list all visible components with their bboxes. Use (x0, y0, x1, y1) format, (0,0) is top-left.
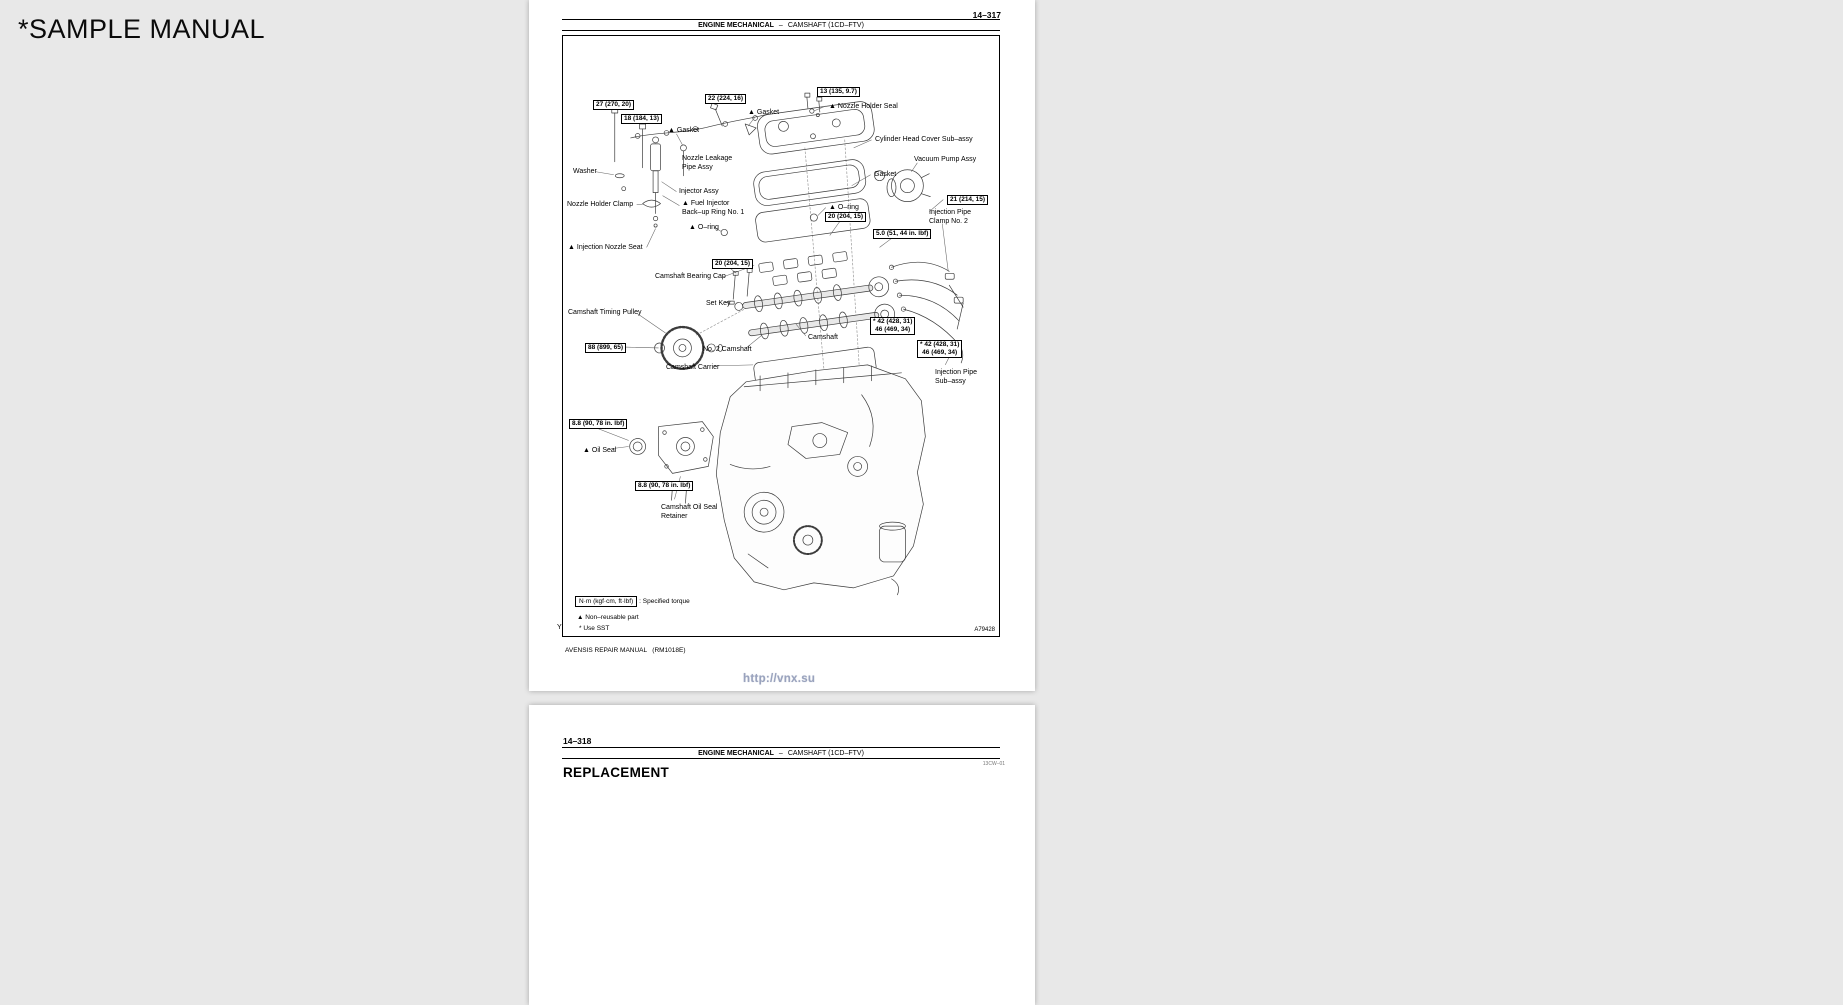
page-number: 14–318 (563, 736, 592, 746)
part-label: Injector Assy (679, 188, 719, 195)
part-label: Camshaft Carrier (666, 364, 720, 371)
part-label: Injection Pipe Sub–assy (935, 369, 978, 386)
manual-footer: AVENSIS REPAIR MANUAL (RM1018E) (565, 647, 686, 654)
torque-label: 27 (270, 20) (593, 100, 635, 111)
non-reusable-legend: ▲ Non–reusable part (577, 614, 639, 621)
torque-label: 22 (224, 16) (705, 94, 747, 105)
part-label: Camshaft Oil Seal Retainer (661, 504, 718, 521)
running-header-separator: – (778, 750, 783, 757)
torque-label: * 42 (428, 31) 46 (469, 34) (917, 340, 963, 359)
viewer-canvas: { "overlay": { "sample_label": "*SAMPLE … (18, 0, 1035, 1005)
part-label: ▲ Nozzle Holder Seal (829, 103, 898, 110)
running-header-topic: CAMSHAFT (1CD–FTV) (787, 750, 864, 757)
torque-label: 20 (204, 15) (712, 259, 754, 270)
part-label: ▲ Gasket (668, 127, 700, 134)
page-number: 14–317 (972, 10, 1001, 20)
part-label: ▲ Fuel Injector Back–up Ring No. 1 (682, 200, 745, 217)
part-label: Nozzle Holder Clamp (567, 201, 634, 208)
running-header-section: ENGINE MECHANICAL (698, 22, 774, 29)
part-label: ▲ Gasket (748, 109, 780, 116)
watermark-link[interactable]: http://vnx.su (743, 673, 816, 685)
part-label: Gasket (874, 171, 897, 178)
torque-label: 5.0 (51, 44 in. lbf) (873, 229, 932, 240)
torque-label: 8.8 (90, 78 in. lbf) (569, 419, 628, 430)
part-label: Cylinder Head Cover Sub–assy (875, 136, 973, 143)
part-label: ▲ O–ring (689, 224, 719, 231)
torque-unit-box: N·m (kgf·cm, ft·lbf) (575, 596, 638, 607)
replacement-heading: REPLACEMENT (563, 765, 670, 780)
part-label: ▲ Oil Seal (583, 447, 617, 454)
section-code: 13CW–01 (982, 761, 1005, 767)
torque-legend: N·m (kgf·cm, ft·lbf): Specified torque (575, 596, 690, 607)
part-label: Camshaft (808, 334, 838, 341)
part-label: Washer (573, 168, 597, 175)
part-label: Nozzle Leakage Pipe Assy (682, 155, 733, 172)
running-header: ENGINE MECHANICAL–CAMSHAFT (1CD–FTV) (562, 747, 1000, 759)
part-label: No. 2 Camshaft (703, 346, 752, 353)
torque-label: 8.8 (90, 78 in. lbf) (635, 481, 694, 492)
part-label: Set Key (706, 300, 731, 307)
torque-label: 88 (899, 65) (585, 343, 627, 354)
running-header-topic: CAMSHAFT (1CD–FTV) (787, 22, 864, 29)
torque-label: 13 (135, 9.7) (817, 87, 860, 98)
part-label: Camshaft Timing Pulley (568, 309, 642, 316)
sample-manual-overlay-label: *SAMPLE MANUAL (18, 14, 266, 44)
part-label: Camshaft Bearing Cap (655, 273, 726, 280)
engine-exploded-diagram-art (592, 92, 964, 596)
running-header-separator: – (778, 22, 783, 29)
torque-label: 18 (184, 13) (621, 114, 663, 125)
manual-page-14-318: 14–318 ENGINE MECHANICAL–CAMSHAFT (1CD–F… (529, 705, 1035, 1005)
torque-label: 21 (214, 15) (947, 195, 989, 206)
torque-label: * 42 (428, 31) 46 (469, 34) (870, 317, 916, 336)
part-label: Vacuum Pump Assy (914, 156, 977, 163)
part-label: Injection Pipe Clamp No. 2 (929, 209, 972, 226)
running-header: ENGINE MECHANICAL–CAMSHAFT (1CD–FTV) (562, 19, 1000, 31)
torque-unit-desc: : Specified torque (639, 598, 690, 605)
corner-mark: Y (557, 624, 562, 631)
sst-legend: * Use SST (579, 625, 610, 632)
torque-label: 20 (204, 15) (825, 212, 867, 223)
part-label: ▲ Injection Nozzle Seat (568, 244, 643, 251)
running-header-section: ENGINE MECHANICAL (698, 750, 774, 757)
part-label: ▲ O–ring (829, 204, 859, 211)
figure-code: A79428 (974, 627, 995, 633)
exploded-view-figure: 27 (270, 20) 18 (184, 13) 22 (224, 16) 1… (562, 35, 1000, 637)
manual-page-14-317: 14–317 ENGINE MECHANICAL–CAMSHAFT (1CD–F… (529, 0, 1035, 691)
